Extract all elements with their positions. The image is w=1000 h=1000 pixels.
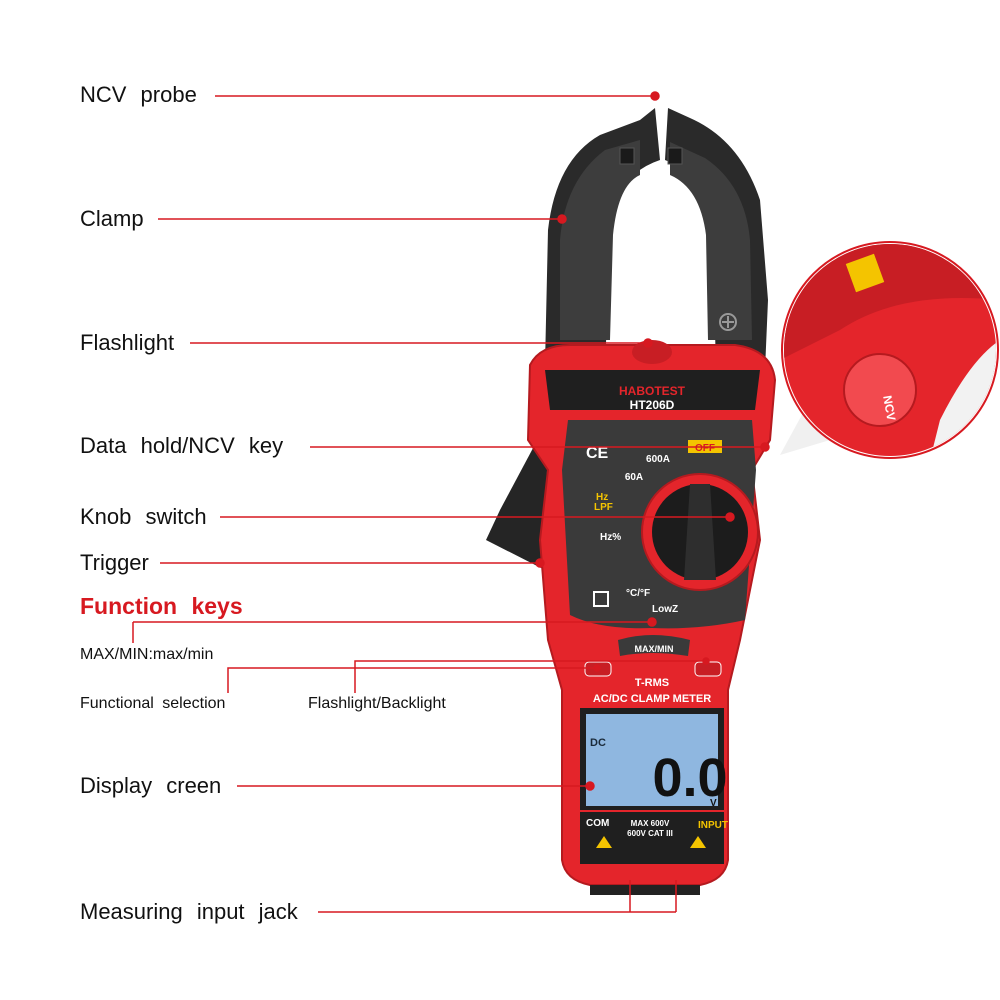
- data-hold-ncv-key-label: Data hold/NCV key: [80, 433, 284, 458]
- meter-body: HABOTEST HT206D CE OFF 600A 60A Hz LPF H…: [526, 340, 777, 895]
- clamp-jaws: [545, 108, 768, 370]
- clamp-label: Clamp: [80, 206, 144, 231]
- ncv-key-zoom: [843, 353, 917, 427]
- measuring-input-jack-label: Measuring input jack: [80, 899, 298, 924]
- zoom-ncv-label: NCV: [880, 394, 898, 421]
- max-min-button[interactable]: [618, 635, 690, 656]
- function-keys-heading: Function keys: [80, 593, 243, 619]
- range-60a: 60A: [625, 472, 643, 483]
- temp-label: °C/°F: [626, 588, 650, 599]
- brand-label: HABOTEST: [619, 384, 686, 398]
- knob-grip: [684, 484, 716, 580]
- max-min-label: MAX/MIN:max/min: [80, 646, 214, 663]
- hz-percent-label: Hz%: [600, 532, 621, 543]
- hz-label: Hz: [596, 492, 608, 503]
- flashlight-lens: [632, 340, 672, 364]
- trigger-label: Trigger: [80, 550, 149, 575]
- lcd-unit: V: [710, 798, 717, 809]
- annotation-lines: [132, 91, 770, 913]
- flashlight-label: Flashlight: [80, 330, 175, 355]
- range-600a: 600A: [646, 454, 670, 465]
- lcd-display: [586, 714, 718, 806]
- lowz-label: LowZ: [652, 604, 678, 615]
- com-label: COM: [586, 818, 609, 829]
- max-min-button-label: MAX/MIN: [635, 644, 674, 654]
- warning-icon-input: [690, 836, 706, 848]
- input-label: INPUT: [698, 820, 728, 831]
- display-screen-label: Display creen: [80, 773, 222, 798]
- lpf-label: LPF: [594, 502, 613, 513]
- lcd-dc-label: DC: [590, 737, 606, 749]
- functional-selection-label: Functional selection: [80, 695, 226, 712]
- ncv-probe-label: NCV probe: [80, 82, 197, 107]
- off-label: OFF: [695, 443, 715, 454]
- acdc-label: AC/DC CLAMP METER: [593, 693, 711, 705]
- jack-bottom: [590, 885, 700, 895]
- trms-label: T-RMS: [635, 677, 669, 689]
- trigger-shape: [486, 420, 548, 570]
- cat-label: 600V CAT III: [627, 829, 673, 838]
- max-rating-label: MAX 600V: [631, 819, 670, 828]
- warning-icon-com: [596, 836, 612, 848]
- zoom-inset: NCV: [780, 241, 999, 459]
- knob-switch-label: Knob switch: [80, 504, 207, 529]
- lcd-reading: 0.0: [652, 748, 727, 808]
- flashlight-backlight-label: Flashlight/Backlight: [308, 695, 446, 712]
- model-label: HT206D: [630, 398, 675, 412]
- ce-mark: CE: [586, 445, 609, 462]
- double-insulation-icon: [593, 591, 609, 607]
